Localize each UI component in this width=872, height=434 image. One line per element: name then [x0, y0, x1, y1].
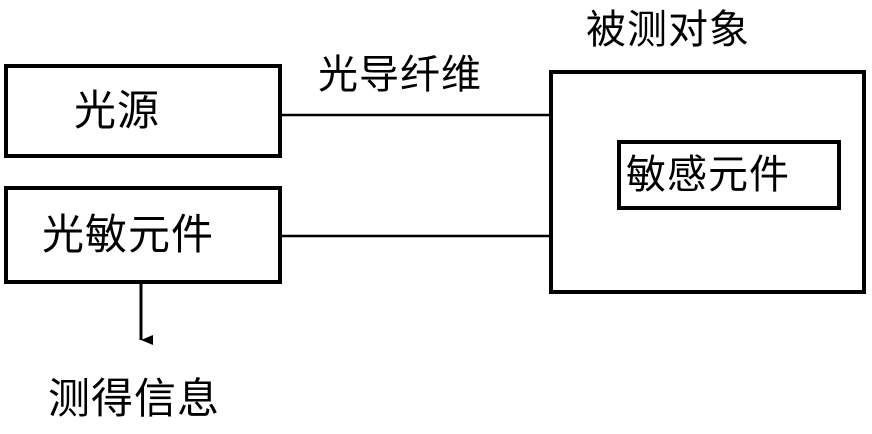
sensitive-element-label: 敏感元件 [626, 152, 790, 198]
sensitive-element-box [617, 140, 841, 210]
object-under-test-label: 被测对象 [586, 7, 750, 53]
measured-info-label: 测得信息 [48, 374, 221, 423]
light-source-box [4, 64, 282, 158]
optical-fiber-label: 光导纤维 [318, 52, 482, 98]
light-source-label: 光源 [74, 86, 161, 135]
photosensitive-element-label: 光敏元件 [42, 210, 215, 259]
photosensitive-element-box [4, 186, 282, 284]
